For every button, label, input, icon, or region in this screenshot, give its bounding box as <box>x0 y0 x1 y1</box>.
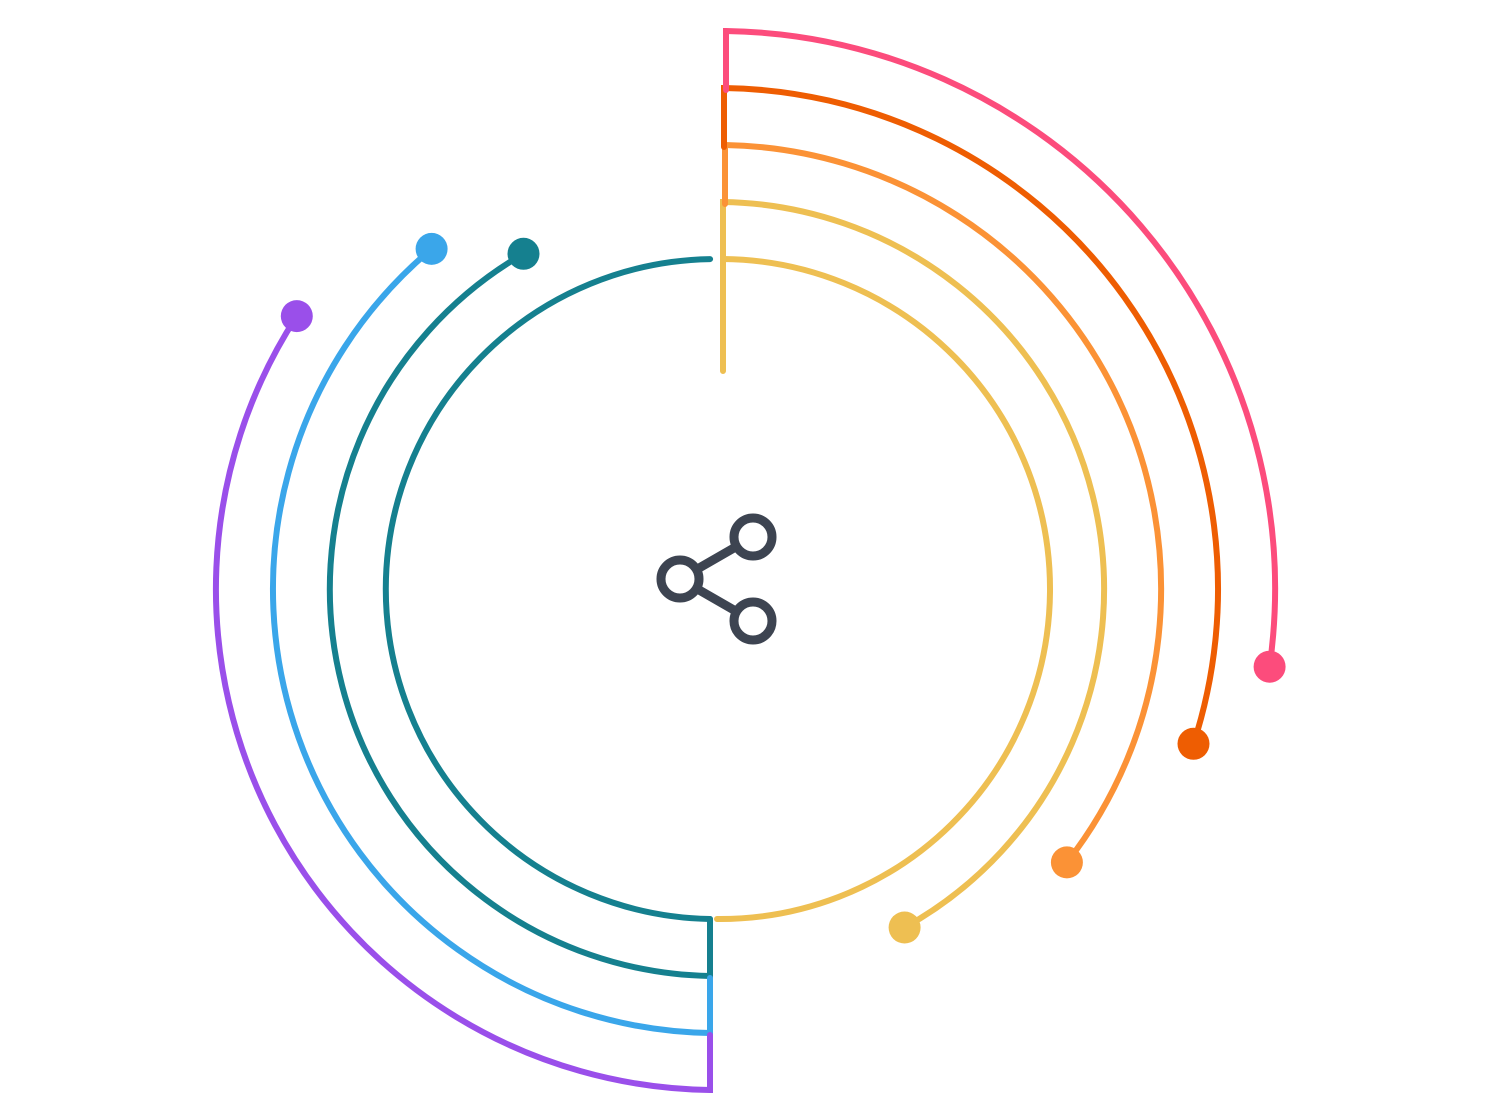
arc-dark-orange <box>721 84 1221 747</box>
arc-dark-orange-end-dot <box>1177 727 1210 760</box>
arc-teal-end-dot <box>507 237 540 270</box>
arc-yellow-end-dot <box>888 911 921 944</box>
share-icon-node-left <box>656 555 704 603</box>
arc-teal <box>326 250 713 980</box>
arc-purple <box>212 313 713 1094</box>
share-icon-node-top <box>729 513 777 561</box>
arc-orange <box>722 141 1165 866</box>
arc-pink-end-dot <box>1253 650 1286 683</box>
arc-teal-inner <box>382 256 714 922</box>
share-icon-node-bottom <box>729 597 777 645</box>
arc-yellow <box>720 198 1108 931</box>
arc-yellow-inner <box>714 255 1053 923</box>
arc-purple-end-dot <box>280 300 313 333</box>
arc-blue-end-dot <box>415 232 448 265</box>
arcs-layer <box>212 27 1286 1094</box>
arc-pink <box>723 27 1279 670</box>
arc-orange-end-dot <box>1050 846 1083 879</box>
arc-blue <box>269 245 713 1037</box>
share-icon <box>656 513 777 645</box>
